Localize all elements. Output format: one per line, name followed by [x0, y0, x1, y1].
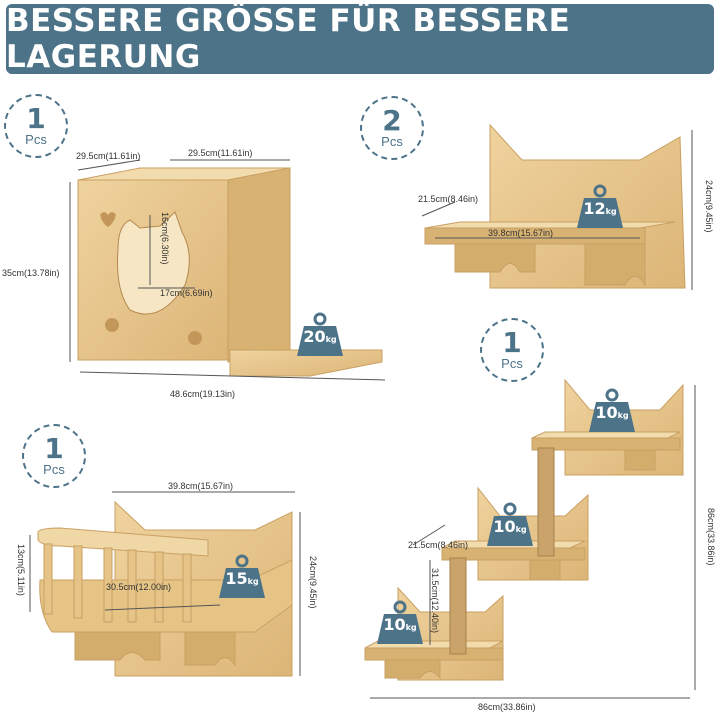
quantity-unit: Pcs	[381, 134, 403, 149]
weight-unit: kg	[325, 335, 337, 344]
quantity-number: 1	[502, 326, 522, 359]
dimension-label: 86cm(33.86in)	[478, 702, 536, 712]
dimension-label: 86cm(33.86in)	[706, 508, 716, 566]
wall-shelf-image	[424, 123, 686, 289]
weight-value: 12	[583, 199, 606, 218]
cat-house-image	[77, 167, 383, 377]
quantity-badge-4: 1 Pcs	[480, 318, 544, 382]
quantity-unit: Pcs	[43, 462, 65, 477]
weight-unit: kg	[617, 411, 629, 420]
dimension-label: 39.8cm(15.67in)	[168, 481, 234, 491]
weight-icon: 15kg	[218, 554, 266, 600]
dimension-label: 35cm(13.78in)	[2, 268, 60, 278]
weight-icon: 10kg	[588, 388, 636, 434]
dimension-label: 21.5cm(8.46in)	[418, 194, 479, 204]
dimension-label: 17cm(6.69in)	[160, 288, 213, 298]
weight-unit: kg	[405, 623, 417, 632]
weight-unit: kg	[605, 207, 617, 216]
quantity-number: 2	[382, 104, 402, 137]
dimension-lines	[29, 130, 696, 699]
dimension-label: 30.5cm(12.00in)	[106, 582, 172, 592]
dimension-label: 24cm(9.45in)	[704, 180, 714, 233]
quantity-number: 1	[44, 432, 64, 465]
dimension-label: 29.5cm(11.61in)	[76, 151, 141, 161]
railing-shelf-image	[37, 500, 293, 677]
dimension-label: 16cm(6.30in)	[160, 212, 170, 265]
weight-icon: 10kg	[376, 600, 424, 646]
weight-unit: kg	[247, 577, 259, 586]
quantity-badge-2: 2 Pcs	[360, 96, 424, 160]
dimension-label: 39.8cm(15.67in)	[488, 228, 554, 238]
dimension-label: 13cm(5.11in)	[16, 544, 26, 596]
quantity-badge-1: 1 Pcs	[4, 94, 68, 158]
weight-unit: kg	[515, 525, 527, 534]
weight-value: 10	[595, 403, 618, 422]
weight-icon: 10kg	[486, 502, 534, 548]
quantity-unit: Pcs	[25, 132, 47, 147]
weight-icon: 12kg	[576, 184, 624, 230]
weight-icon: 20kg	[296, 312, 344, 358]
page-title: BESSERE GRÖSSE FÜR BESSERE LAGERUNG	[6, 3, 571, 75]
weight-value: 20	[303, 327, 326, 346]
quantity-number: 1	[26, 102, 46, 135]
dimension-label: 29.5cm(11.61in)	[188, 148, 253, 158]
title-banner: BESSERE GRÖSSE FÜR BESSERE LAGERUNG	[6, 3, 714, 75]
dimension-label: 24cm(9.45in)	[308, 556, 318, 609]
dimension-label: 21.5cm(8.46in)	[408, 540, 469, 550]
dimension-label: 48.6cm(19.13in)	[170, 389, 236, 399]
weight-value: 10	[383, 615, 406, 634]
quantity-unit: Pcs	[501, 356, 523, 371]
weight-value: 10	[493, 517, 516, 536]
dimension-label: 31.5cm(12.40in)	[430, 568, 440, 634]
weight-value: 15	[225, 569, 248, 588]
quantity-badge-3: 1 Pcs	[22, 424, 86, 488]
